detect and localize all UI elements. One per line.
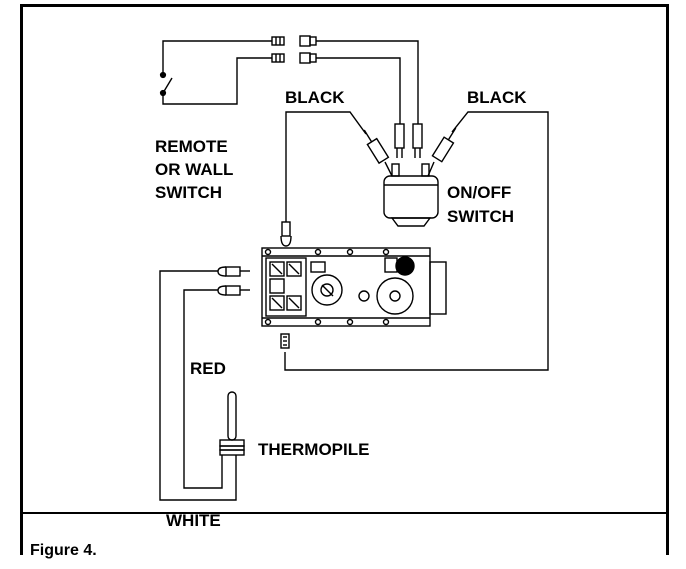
gas-valve bbox=[261, 247, 447, 327]
label-onoff-line2: SWITCH bbox=[447, 207, 514, 226]
figure-caption: Figure 4. bbox=[30, 542, 97, 559]
label-remote-line1: REMOTE bbox=[155, 137, 228, 156]
onoff-switch bbox=[383, 163, 439, 227]
valve-top-terminal bbox=[280, 221, 292, 247]
inline-connectors bbox=[271, 35, 317, 64]
label-black-left: BLACK bbox=[285, 88, 345, 107]
valve-bottom-terminal bbox=[280, 333, 290, 349]
frame-divider bbox=[20, 512, 669, 514]
label-black-right: BLACK bbox=[467, 88, 527, 107]
label-thermopile: THERMOPILE bbox=[258, 440, 369, 459]
label-red: RED bbox=[190, 359, 226, 378]
label-white: WHITE bbox=[166, 511, 221, 530]
label-onoff-line1: ON/OFF bbox=[447, 183, 511, 202]
onoff-terminals bbox=[363, 123, 457, 177]
remote-wall-switch bbox=[159, 40, 272, 105]
figure-frame bbox=[20, 4, 669, 555]
label-remote-line2: OR WALL bbox=[155, 160, 233, 179]
thermopile-leads bbox=[159, 266, 250, 501]
label-remote-line3: SWITCH bbox=[155, 183, 222, 202]
thermopile bbox=[219, 391, 245, 456]
